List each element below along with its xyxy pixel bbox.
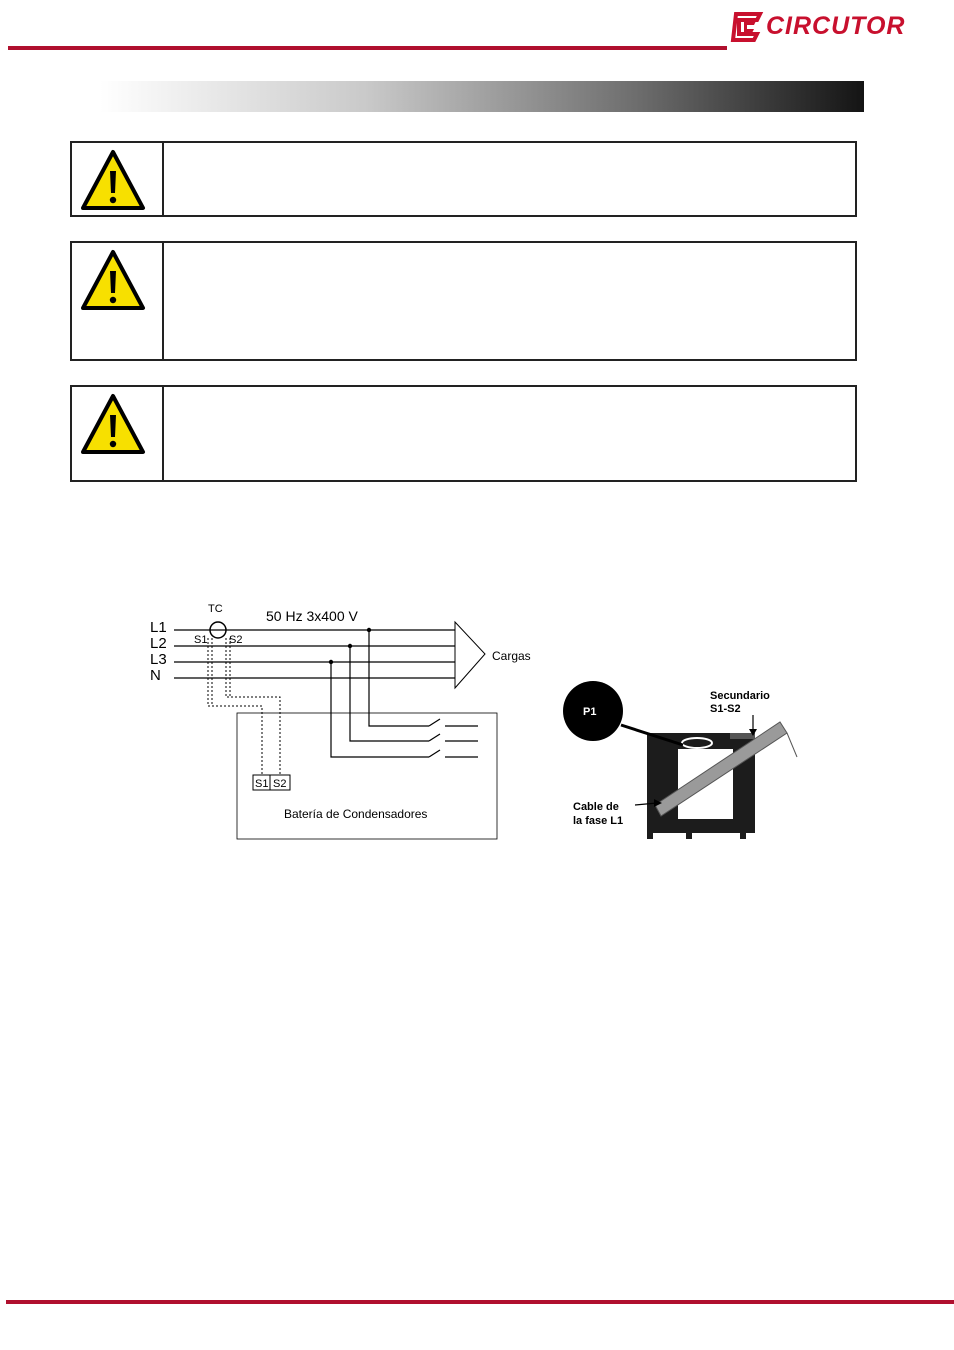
warning-triangle-icon (81, 150, 145, 210)
warning-triangle-icon (81, 250, 145, 310)
warning-box-3 (70, 385, 857, 482)
header-rule (8, 46, 727, 50)
supply-label: 50 Hz 3x400 V (266, 608, 358, 624)
line-label-l2: L2 (150, 635, 167, 652)
load-label: Cargas (492, 649, 531, 663)
ct-terminal-s1: S1 (194, 634, 207, 646)
warning-box-1 (70, 141, 857, 217)
warning-box-2 (70, 241, 857, 361)
terminal-s2-box (269, 774, 291, 791)
line-label-l1: L1 (150, 619, 167, 636)
cable-label-line2: la fase L1 (573, 815, 623, 827)
line-label-l3: L3 (150, 651, 167, 668)
ct-terminal-s2: S2 (229, 634, 242, 646)
secondary-label-line1: Secundario (710, 690, 770, 702)
capacitor-bank-label: Batería de Condensadores (284, 807, 427, 821)
line-label-n: N (150, 667, 161, 684)
p1-marking (681, 737, 713, 749)
section-title-bar (100, 81, 864, 112)
ct-symbol (209, 621, 227, 639)
footer-rule (6, 1300, 954, 1304)
p1-circle (563, 681, 623, 741)
ct-secondary-leads (207, 638, 281, 775)
phase-lines (174, 629, 455, 679)
p1-label: P1 (583, 706, 596, 718)
terminal-s2-label: S2 (273, 778, 286, 790)
load-triangle (454, 620, 486, 690)
cable-arrow (634, 802, 658, 806)
warning-triangle-icon (81, 394, 145, 454)
terminal-s1-label: S1 (255, 778, 268, 790)
circutor-logo-icon (730, 12, 764, 42)
ct-label: TC (208, 603, 223, 615)
brand-name: CIRCUTOR (766, 12, 906, 40)
secondary-label-line2: S1-S2 (710, 703, 741, 715)
bank-feed-lines (330, 630, 478, 758)
capacitor-bank-box (236, 712, 498, 840)
cable-label-line1: Cable de (573, 801, 619, 813)
wiring-diagram: L1 L2 L3 N Cargas 50 Hz 3x400 V TC S1 S2 (150, 603, 531, 840)
ct-installation-illustration: P1 Secundario S1-S2 Cable de la fase L1 (563, 681, 798, 839)
p1-pointer (620, 723, 684, 747)
